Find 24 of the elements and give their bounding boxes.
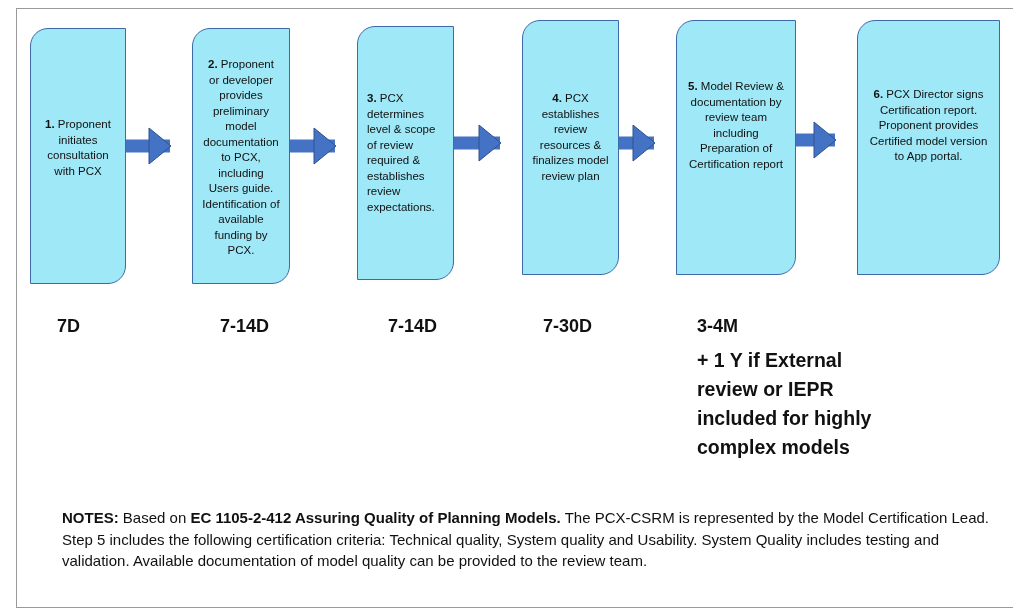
process-step-box [522,20,619,275]
duration-label: 7-30D [543,315,594,337]
block-arrow [796,121,837,159]
process-step-box [857,20,1000,275]
process-step-box [676,20,796,275]
duration-label: 3-4M [697,315,739,337]
step-text: 6. PCX Director signs Certification report. Proponent provides Certified model version to App portal. [868,87,989,164]
block-arrow [290,127,337,165]
block-arrow [619,124,656,162]
duration-label: 7D [57,315,81,337]
notes-paragraph: NOTES: Based on EC 1105-2-412 Assuring Quality of Planning Models. The PCX-CSRM is represented by the Model Certification Lead. Step 5 includes the following certification criteria: Technical quality, System quality and Usability. System Quality includes testing and validation. Available documentation of model quality can be provided to the review team. [62,508,991,571]
step-text: 2. Proponent or developer provides preliminary model documentation to PCX, including Users guide. Identification of available funding by PCX. [202,57,280,258]
step-text: 3. PCX determines level & scope of review required & establishes review expectations. [367,91,437,215]
step-text: 1. Proponent initiates consultation with PCX [44,117,112,179]
process-step-box [357,26,454,280]
step-text: 5. Model Review & documentation by review team including Preparation of Certification report [687,79,785,172]
process-step-box [192,28,290,284]
block-arrow [454,124,502,162]
step-text: 4. PCX establishes review resources & finalizes model review plan [532,91,609,184]
duration-label: 7-14D [220,315,271,337]
block-arrow [126,127,172,165]
process-step-box [30,28,126,284]
duration-label: 7-14D [388,315,439,337]
duration-label: + 1 Y if External review or IEPR included for highly complex models [697,348,873,460]
